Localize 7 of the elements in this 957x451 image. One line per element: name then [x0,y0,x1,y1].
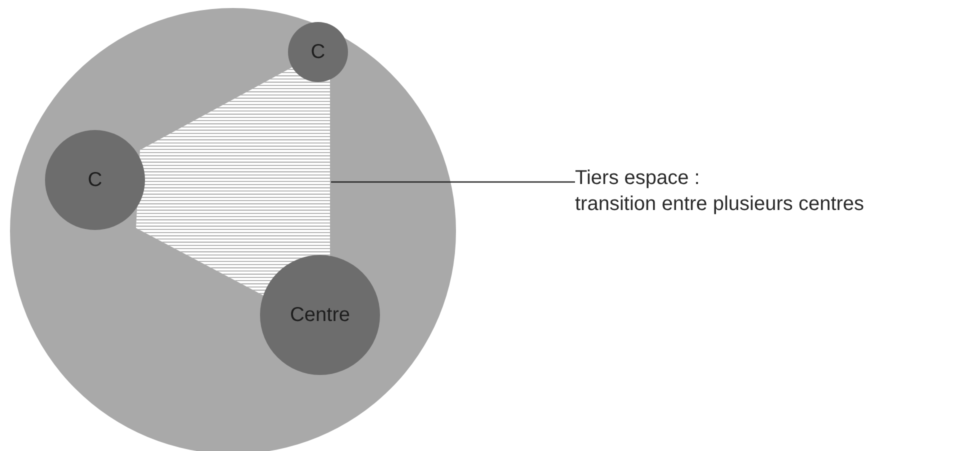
circle-label: C [88,168,102,192]
annotation-text: Tiers espace : [575,166,700,191]
circle-label: Centre [290,304,350,326]
annotation-text: transition entre plusieurs centres [575,192,864,217]
center-circle [288,22,348,82]
leader-line [331,181,575,183]
circle-label: C [310,40,326,64]
